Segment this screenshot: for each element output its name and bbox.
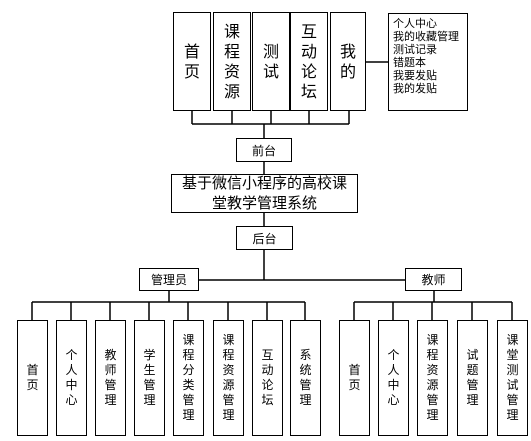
frontend-node: 前台 bbox=[236, 138, 292, 162]
my-items-list: 个人中心 我的收藏管理 测试记录 错题本 我要发贴 我的发贴 bbox=[388, 13, 468, 111]
teacher-module-course-resources: 课程资源管理 bbox=[417, 320, 448, 436]
my-item: 测试记录 bbox=[393, 43, 437, 56]
teacher-module-home: 首页 bbox=[339, 320, 370, 436]
module-mine: 我的 bbox=[330, 12, 366, 111]
admin-module-course-resources: 课程资源管理 bbox=[213, 320, 244, 436]
teacher-node: 教师 bbox=[405, 268, 462, 291]
admin-module-teachers: 教师管理 bbox=[95, 320, 126, 436]
root-title-line1: 基于微信小程序的高校课 bbox=[181, 174, 347, 192]
module-test: 测试 bbox=[252, 12, 290, 111]
root-title-line2: 堂教学管理系统 bbox=[211, 193, 317, 212]
module-home: 首页 bbox=[173, 12, 211, 111]
my-item: 个人中心 bbox=[393, 17, 437, 30]
my-item: 我的收藏管理 bbox=[393, 30, 459, 43]
module-forum: 互动论坛 bbox=[290, 12, 328, 111]
admin-module-course-categories: 课程分类管理 bbox=[173, 320, 204, 436]
teacher-module-profile: 个人中心 bbox=[378, 320, 409, 436]
admin-module-students: 学生管理 bbox=[134, 320, 165, 436]
module-course-resources: 课程资源 bbox=[213, 12, 251, 111]
admin-module-system: 系统管理 bbox=[290, 320, 321, 436]
teacher-module-class-tests: 课堂测试管理 bbox=[497, 320, 528, 436]
teacher-module-questions: 试题管理 bbox=[457, 320, 488, 436]
my-item: 错题本 bbox=[393, 56, 426, 69]
my-item: 我要发贴 bbox=[393, 69, 437, 82]
admin-module-profile: 个人中心 bbox=[56, 320, 87, 436]
my-item: 我的发贴 bbox=[393, 82, 437, 95]
system-root: 基于微信小程序的高校课 堂教学管理系统 bbox=[171, 174, 358, 213]
admin-module-home: 首页 bbox=[17, 320, 48, 436]
admin-module-forum: 互动论坛 bbox=[252, 320, 283, 436]
backend-node: 后台 bbox=[236, 226, 293, 250]
admin-node: 管理员 bbox=[139, 268, 199, 291]
